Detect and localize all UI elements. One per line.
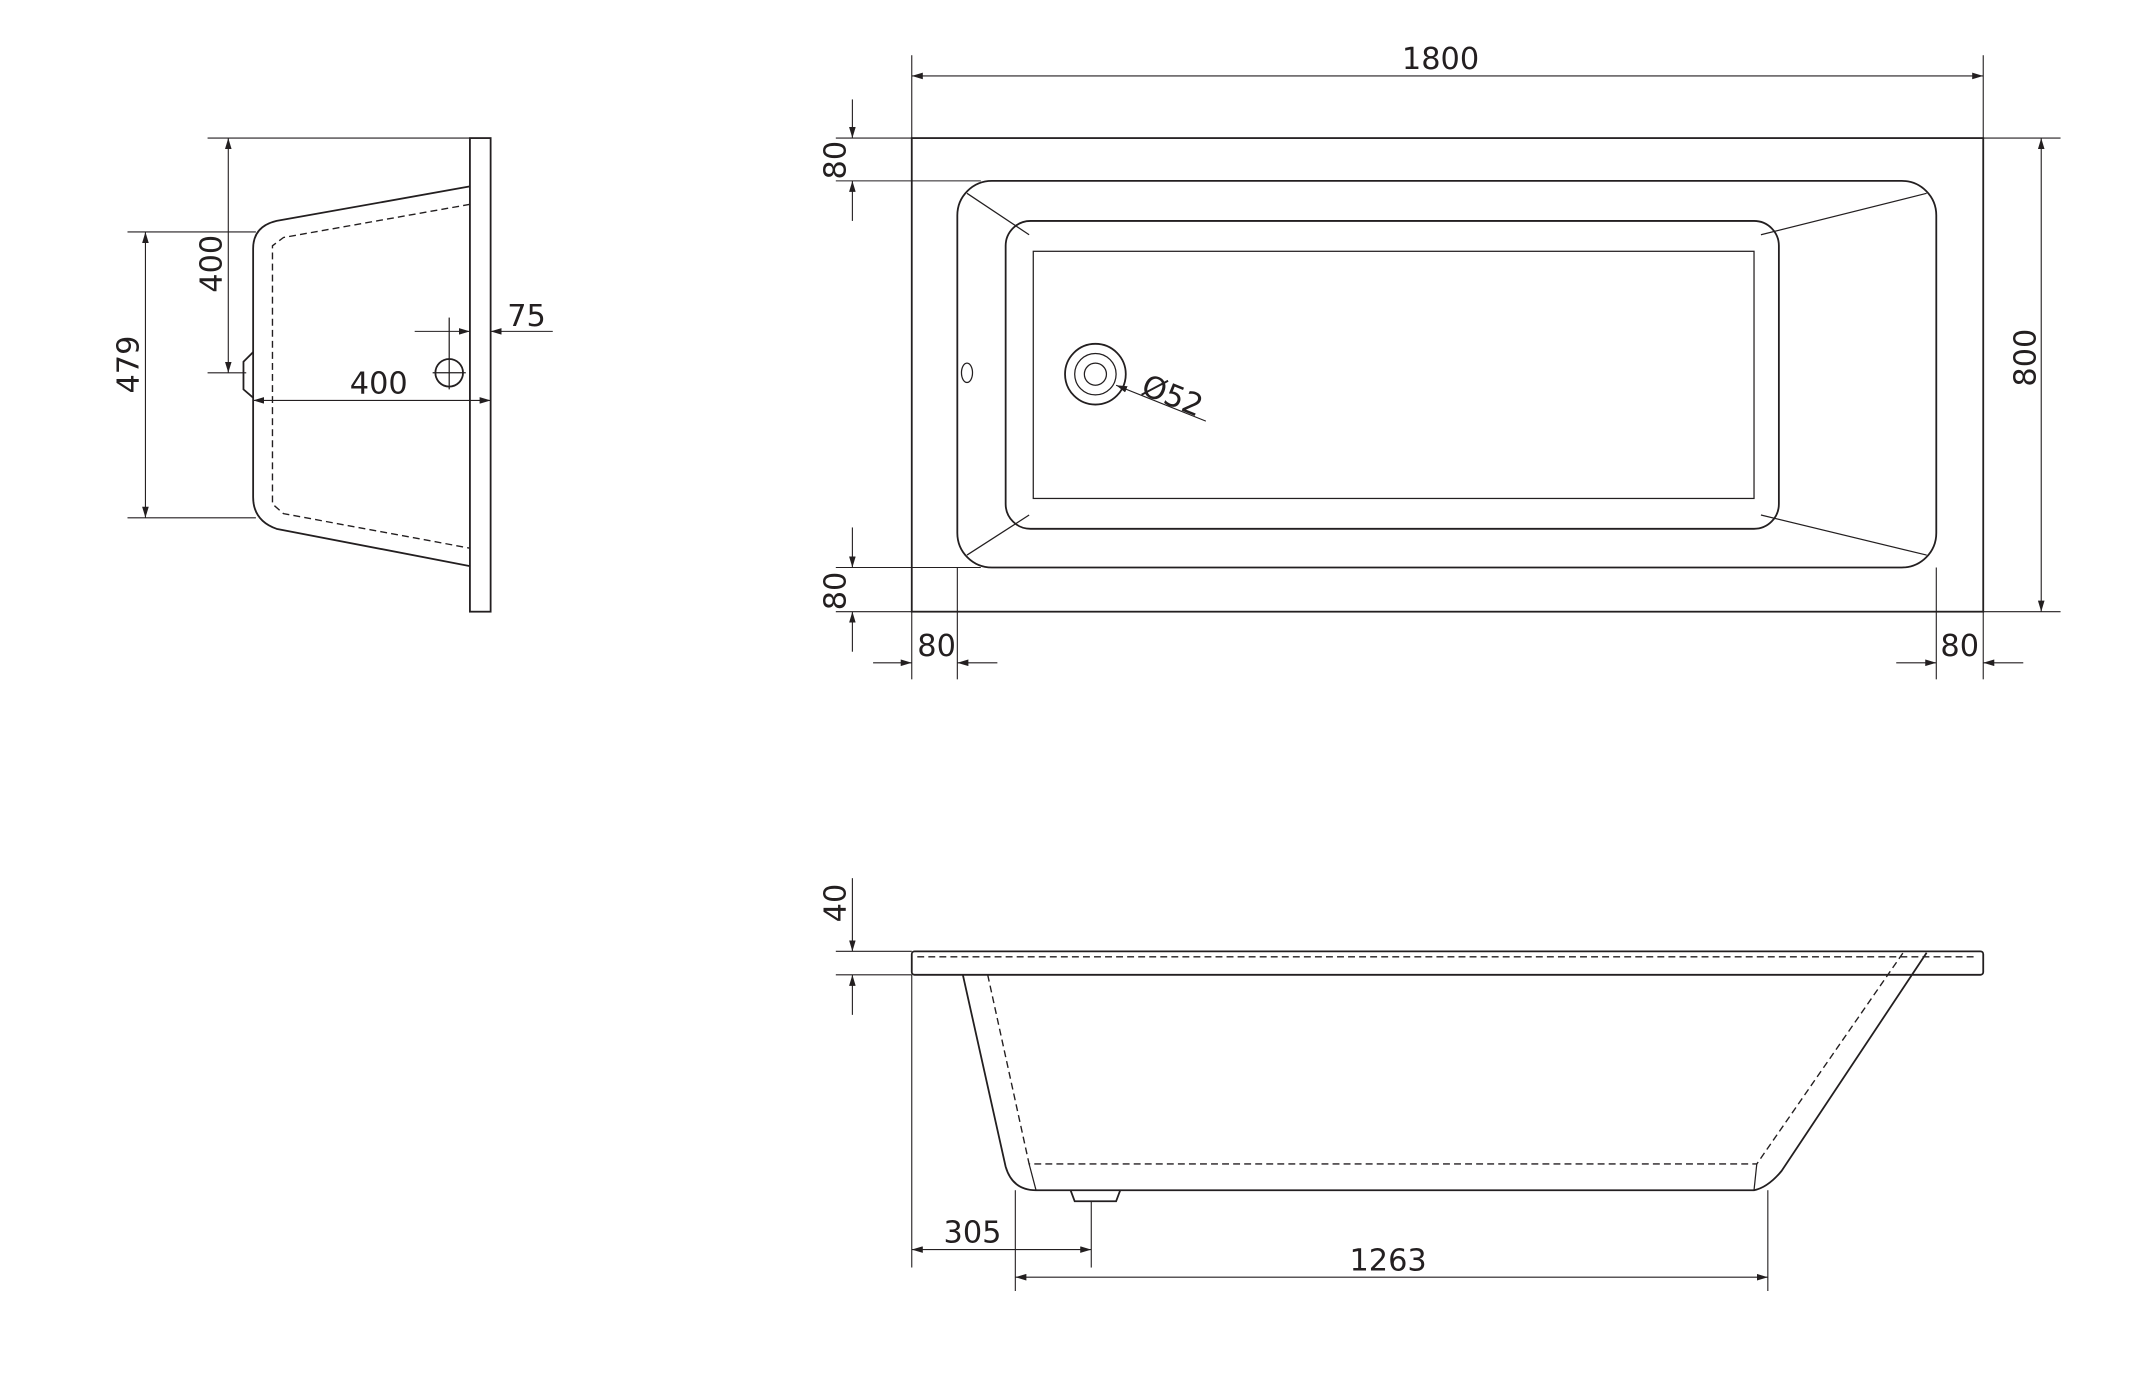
dim-total-depth: 479 [112, 336, 147, 394]
dim-length: 1800 [1402, 42, 1479, 77]
side-view: 400 479 400 75 [112, 137, 553, 613]
dim-width: 800 [2009, 329, 2044, 387]
dim-drain-distance: 400 [350, 367, 408, 402]
dim-height-to-drain: 400 [194, 235, 229, 293]
drain-icon [1064, 342, 1127, 406]
dim-rim-bottom: 80 [818, 572, 853, 611]
dim-overflow-offset: 75 [507, 299, 546, 334]
dim-floor-length: 1263 [1349, 1243, 1426, 1278]
top-view: Ø52 1800 800 80 80 80 80 [818, 42, 2061, 680]
overflow-hole [960, 362, 974, 384]
dim-rim-thickness: 40 [818, 884, 853, 923]
overflow-symbol-icon [432, 317, 466, 390]
dim-rim-right: 80 [1940, 629, 1979, 664]
dim-rim-top: 80 [818, 141, 853, 180]
front-view: 40 305 1263 [818, 878, 1985, 1292]
dim-rim-left: 80 [917, 629, 956, 664]
dim-drain-offset: 305 [944, 1216, 1002, 1251]
dim-drain-diameter: Ø52 [1137, 368, 1208, 424]
